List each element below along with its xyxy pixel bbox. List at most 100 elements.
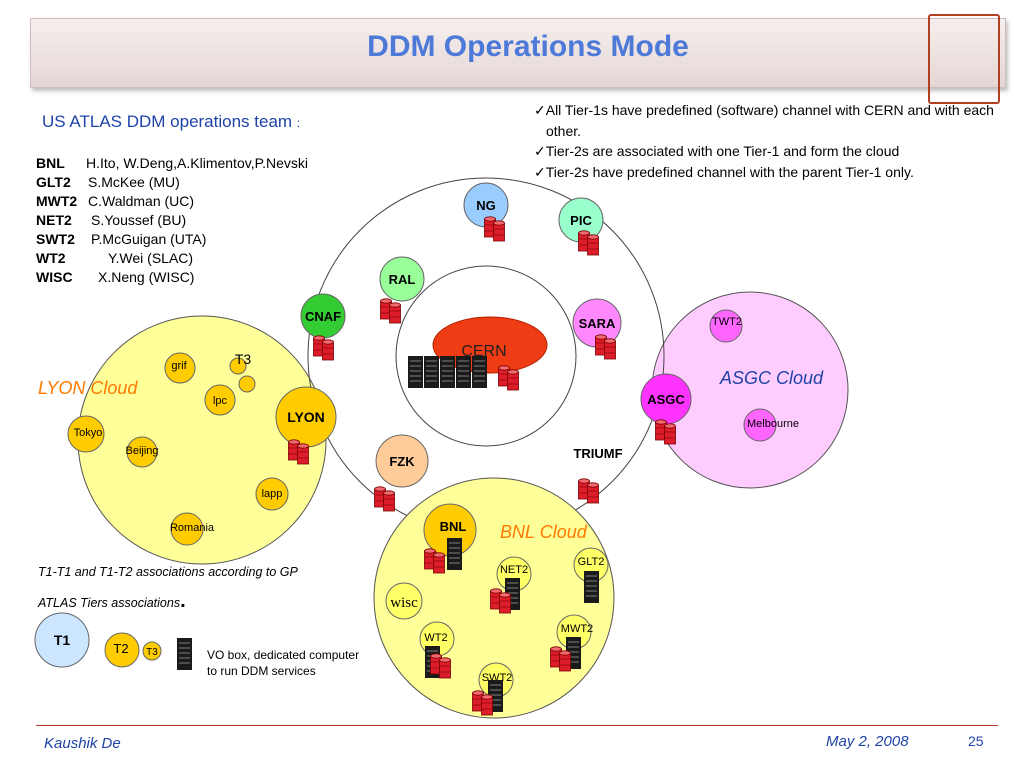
site-label: TWT2 bbox=[712, 316, 742, 328]
legend-t2-label: T2 bbox=[113, 641, 128, 656]
team-heading: US ATLAS DDM operations team : bbox=[42, 112, 300, 132]
site-label: GLT2 bbox=[578, 556, 605, 568]
check-icon: ✓ bbox=[534, 143, 546, 159]
lyon-cloud-label: LYON Cloud bbox=[38, 378, 138, 398]
lyon-site: Romania bbox=[170, 512, 215, 546]
site-label: NET2 bbox=[500, 564, 528, 576]
tier1-ral: RAL bbox=[379, 256, 425, 323]
team-site: WISC bbox=[36, 269, 73, 285]
team-heading-text: US ATLAS DDM operations team bbox=[42, 112, 293, 131]
team-people: H.Ito, W.Deng,A.Klimentov,P.Nevski bbox=[86, 155, 309, 171]
team-people: S.McKee (MU) bbox=[88, 174, 180, 190]
tier1-bnl-label: BNL bbox=[440, 519, 467, 534]
bullet-item: ✓Tier-2s have predefined channel with th… bbox=[534, 162, 1004, 183]
check-icon: ✓ bbox=[534, 163, 546, 180]
slide-title: DDM Operations Mode bbox=[367, 30, 689, 63]
bnl-site: MWT2 bbox=[551, 614, 593, 671]
team-row: SWT2 P.McGuigan (UTA) bbox=[36, 230, 308, 249]
site-label: lapp bbox=[262, 488, 283, 500]
legend-t2-circle bbox=[104, 632, 140, 668]
legend-vobox-text: VO box, dedicated computer to run DDM se… bbox=[207, 647, 359, 679]
tier1-ng-label: NG bbox=[476, 198, 496, 213]
bnl-site: wisc bbox=[385, 582, 423, 620]
bnl-site: NET2 bbox=[491, 556, 532, 613]
legend-t1-label: T1 bbox=[54, 632, 71, 648]
team-heading-colon: : bbox=[296, 116, 301, 130]
tier1-ng: NG bbox=[463, 182, 509, 241]
team-row: WT2 Y.Wei (SLAC) bbox=[36, 249, 308, 268]
check-icon: ✓ bbox=[534, 102, 546, 118]
asgc-site: Melbourne bbox=[743, 408, 799, 442]
site-label: Beijing bbox=[125, 445, 158, 457]
bullet-item: ✓Tier-2s are associated with one Tier-1 … bbox=[534, 141, 1004, 162]
bullet-list: ✓All Tier-1s have predefined (software) … bbox=[534, 100, 1004, 182]
site-label: lpc bbox=[213, 395, 228, 407]
footer-author: Kaushik De bbox=[44, 735, 121, 752]
tier1-asgc-label: ASGC bbox=[647, 392, 685, 407]
team-row: GLT2 S.McKee (MU) bbox=[36, 173, 308, 192]
lyon-site: grif bbox=[164, 352, 196, 384]
tier1-ral-label: RAL bbox=[389, 272, 416, 287]
tier1-lyon-label: LYON bbox=[287, 409, 325, 425]
legend: T1 T2 T3 bbox=[34, 612, 193, 671]
team-row: BNL H.Ito, W.Deng,A.Klimentov,P.Nevski bbox=[36, 154, 308, 173]
legend-t3-label: T3 bbox=[146, 647, 158, 658]
team-site: SWT2 bbox=[36, 231, 75, 247]
site-label: Melbourne bbox=[747, 418, 799, 430]
tier1-fzk: FZK bbox=[375, 434, 429, 511]
lyon-site: lapp bbox=[255, 477, 289, 511]
team-site: GLT2 bbox=[36, 174, 71, 190]
legend-t1-circle bbox=[34, 612, 90, 668]
asgc-site: TWT2 bbox=[709, 309, 743, 343]
lyon-site: T3 bbox=[229, 351, 256, 393]
title-bar bbox=[30, 18, 1006, 88]
bnl-site: SWT2 bbox=[473, 662, 514, 715]
bullet-text: Tier-2s have predefined channel with the… bbox=[545, 163, 914, 180]
footer-divider bbox=[36, 725, 998, 726]
team-row: WISC X.Neng (WISC) bbox=[36, 268, 308, 287]
tier1-triumf-label: TRIUMF bbox=[573, 446, 622, 461]
legend-t3-circle bbox=[142, 641, 162, 661]
bnl-cloud-label: BNL Cloud bbox=[500, 522, 588, 542]
footer-date: May 2, 2008 bbox=[826, 733, 909, 750]
legend-vobox-line-2: to run DDM services bbox=[207, 664, 316, 678]
team-people: X.Neng (WISC) bbox=[98, 269, 195, 285]
site-label: wisc bbox=[390, 595, 418, 611]
tier1-cnaf: CNAF bbox=[300, 293, 346, 360]
cern-label: CERN bbox=[461, 343, 506, 360]
bullet-item: ✓All Tier-1s have predefined (software) … bbox=[534, 100, 1004, 141]
caption-period: . bbox=[180, 590, 186, 612]
server-icon bbox=[176, 637, 193, 671]
team-people: P.McGuigan (UTA) bbox=[91, 231, 207, 247]
team-site: WT2 bbox=[36, 250, 66, 266]
tier1-fzk-label: FZK bbox=[389, 454, 415, 469]
site-label: MWT2 bbox=[561, 623, 593, 635]
team-row: NET2 S.Youssef (BU) bbox=[36, 211, 308, 230]
lyon-site: lpc bbox=[204, 384, 236, 416]
site-label: grif bbox=[171, 360, 187, 372]
team-site: NET2 bbox=[36, 212, 72, 228]
tier1-bnl: BNL bbox=[423, 503, 477, 573]
team-people: C.Waldman (UC) bbox=[88, 193, 195, 209]
caption-line-2: ATLAS Tiers associations. bbox=[38, 587, 368, 618]
bnl-site: WT2 bbox=[419, 621, 455, 679]
team-list: BNL H.Ito, W.Deng,A.Klimentov,P.Nevski GL… bbox=[36, 154, 308, 287]
corner-logo bbox=[928, 14, 1000, 104]
team-people: Y.Wei (SLAC) bbox=[108, 250, 194, 266]
lyon-site: Beijing bbox=[125, 436, 159, 468]
caption-line-2-text: ATLAS Tiers associations bbox=[38, 596, 181, 610]
caption: T1-T1 and T1-T2 associations according t… bbox=[38, 558, 368, 618]
site-label: WT2 bbox=[424, 632, 447, 644]
asgc-cloud-label: ASGC Cloud bbox=[719, 368, 824, 388]
site-label: Romania bbox=[170, 522, 215, 534]
team-site: BNL bbox=[36, 155, 65, 171]
bullet-text: All Tier-1s have predefined (software) c… bbox=[545, 102, 994, 139]
tier1-cnaf-label: CNAF bbox=[305, 309, 341, 324]
tier1-triumf: TRIUMF bbox=[573, 446, 623, 503]
team-people: S.Youssef (BU) bbox=[91, 212, 187, 228]
page-number: 25 bbox=[968, 733, 984, 749]
bullet-text: Tier-2s are associated with one Tier-1 a… bbox=[545, 143, 900, 159]
tier1-asgc: ASGC bbox=[640, 373, 692, 444]
